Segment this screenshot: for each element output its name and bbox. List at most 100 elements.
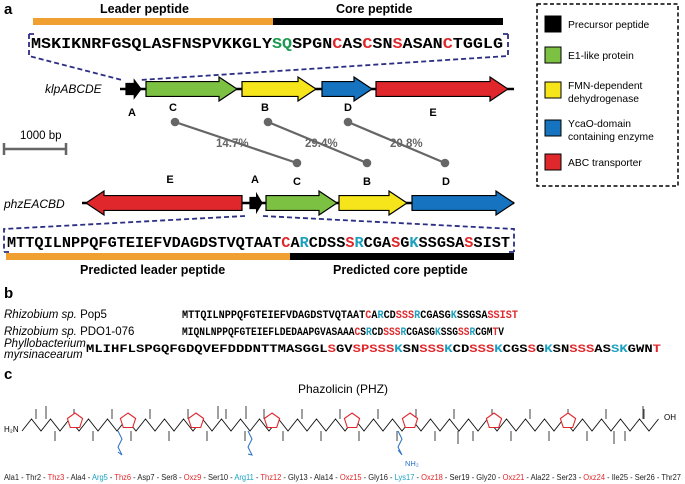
klp-gene-letter-C: C bbox=[169, 102, 177, 114]
residue-label: Gly16 bbox=[368, 472, 388, 482]
seq-segment: AS bbox=[594, 344, 612, 356]
heterocycle-ring bbox=[559, 412, 577, 429]
klp-gene-letter-B: B bbox=[261, 102, 269, 114]
residue-label: Arg11 bbox=[234, 472, 254, 482]
seq-segment: SN bbox=[372, 37, 392, 53]
residue-label: Ala22 bbox=[531, 472, 550, 482]
residue-label: Thr2 bbox=[26, 472, 42, 482]
seq-segment: R bbox=[354, 236, 363, 252]
legend-label: E1-like protein bbox=[568, 51, 634, 62]
identity-value: 29.4% bbox=[305, 138, 338, 150]
identity-link-line bbox=[174, 120, 298, 165]
phz-gene-arrow-C bbox=[265, 189, 339, 217]
phz-gene-arrow-E bbox=[84, 189, 243, 217]
identity-link-dot bbox=[292, 158, 302, 168]
basic-side-chain bbox=[117, 430, 123, 456]
seq-segment: R bbox=[469, 327, 475, 339]
identity-link-dot bbox=[362, 158, 372, 168]
seq-segment: K bbox=[435, 327, 441, 339]
scale-bar-label: 1000 bp bbox=[20, 130, 62, 142]
residue-label: Ser8 bbox=[161, 472, 177, 482]
seq-segment: S bbox=[391, 236, 400, 252]
phz-gene-arrows bbox=[84, 189, 516, 217]
seq-segment: CGASG bbox=[406, 327, 435, 339]
seq-segment: C bbox=[365, 310, 372, 322]
identity-link-dot bbox=[440, 158, 450, 168]
seq-segment: AS bbox=[342, 37, 362, 53]
seq-segment: MTTQILNPPQFGTEIEFVDAGDSTVQTAAT bbox=[182, 310, 366, 322]
phz-gene-letter-C: C bbox=[293, 176, 301, 188]
phz-gene-letter-D: D bbox=[442, 176, 450, 188]
identity-link-dot bbox=[170, 117, 180, 127]
klp-gene-letter-E: E bbox=[429, 107, 436, 119]
seq-segment: ASAN bbox=[403, 37, 443, 53]
phz-operon-name: phzEACBD bbox=[3, 197, 65, 211]
seq-segment: GAS bbox=[426, 310, 445, 322]
heterocycle-ring bbox=[119, 412, 137, 429]
seq-segment: C bbox=[354, 327, 360, 339]
basic-side-chain bbox=[397, 430, 403, 456]
seq-segment: C bbox=[443, 37, 453, 53]
seq-segment: MSKIKNRFGSQLASFNSPVKKGLY bbox=[31, 37, 272, 53]
residue-label: Gly20 bbox=[476, 472, 496, 482]
core-bar bbox=[273, 18, 503, 25]
identity-links: 14.7% 29.4% 20.8% bbox=[170, 117, 450, 168]
seq-segment: C bbox=[281, 236, 290, 252]
scale-bar bbox=[2, 143, 68, 155]
seq-segment: SSS bbox=[569, 344, 595, 356]
panel-a-letter: a bbox=[4, 1, 13, 18]
seq-segment: V bbox=[498, 327, 504, 339]
seq-segment: A bbox=[290, 236, 299, 252]
seq-segment: S bbox=[328, 344, 337, 356]
panel-b-sequence: MTTQILNPPQFGTEIEFVDAGDSTVQTAATCARCDSSSRC… bbox=[182, 310, 519, 322]
phz-gene-arrow-D bbox=[411, 189, 516, 217]
residue-label: Oxz9 bbox=[184, 472, 202, 482]
identity-link-dot bbox=[343, 117, 353, 127]
seq-segment: S bbox=[345, 236, 354, 252]
seq-segment: GV bbox=[336, 344, 354, 356]
residue-label: Arg5 bbox=[92, 472, 108, 482]
seq-segment: G bbox=[445, 310, 451, 322]
seq-segment: CGM bbox=[475, 327, 492, 339]
klp-gene-arrows bbox=[125, 75, 510, 103]
residue-label: Ser19 bbox=[450, 472, 470, 482]
residue-label: Ala4 bbox=[71, 472, 86, 482]
residue-label: Thz6 bbox=[114, 472, 131, 482]
phz-gene-arrow-B bbox=[338, 189, 409, 217]
seq-segment: SSS bbox=[419, 344, 445, 356]
seq-segment: CD bbox=[372, 327, 384, 339]
seq-segment: SPSSS bbox=[353, 344, 395, 356]
seq-segment: K bbox=[394, 344, 403, 356]
residue-label: Ile25 bbox=[612, 472, 628, 482]
identity-link-line bbox=[347, 120, 446, 165]
residue-label: Ser23 bbox=[557, 472, 577, 482]
seq-segment: TGGLG bbox=[453, 37, 503, 53]
residue-list: Ala1 - Thr2 - Thz3 - Ala4 - Arg5 - Thz6 … bbox=[4, 472, 681, 482]
identity-value: 20.8% bbox=[390, 138, 423, 150]
klp-operon-name: klpABCDE bbox=[45, 82, 103, 96]
pred-core-label: Predicted core peptide bbox=[333, 263, 468, 277]
klp-gene-letter-D: D bbox=[344, 102, 352, 114]
klp-gene-arrow-C bbox=[145, 75, 239, 103]
klp-gene-arrow-E bbox=[375, 75, 510, 103]
seq-segment: G bbox=[400, 236, 409, 252]
seq-segment: SSGSA bbox=[419, 236, 465, 252]
residue-label: Thz12 bbox=[260, 472, 281, 482]
seq-segment: R bbox=[366, 327, 372, 339]
seq-segment: SSS bbox=[383, 327, 401, 339]
identity-value: 14.7% bbox=[216, 138, 249, 150]
seq-segment: SSG bbox=[441, 327, 458, 339]
seq-segment: R bbox=[414, 310, 421, 322]
klp-gene-arrow-B bbox=[241, 75, 318, 103]
basic-side-chain bbox=[247, 430, 253, 456]
legend-swatch bbox=[544, 46, 562, 64]
core-peptide-label: Core peptide bbox=[336, 2, 412, 16]
seq-segment: K bbox=[444, 344, 453, 356]
legend-swatch bbox=[544, 153, 562, 171]
heterocycle-ring bbox=[263, 412, 281, 429]
